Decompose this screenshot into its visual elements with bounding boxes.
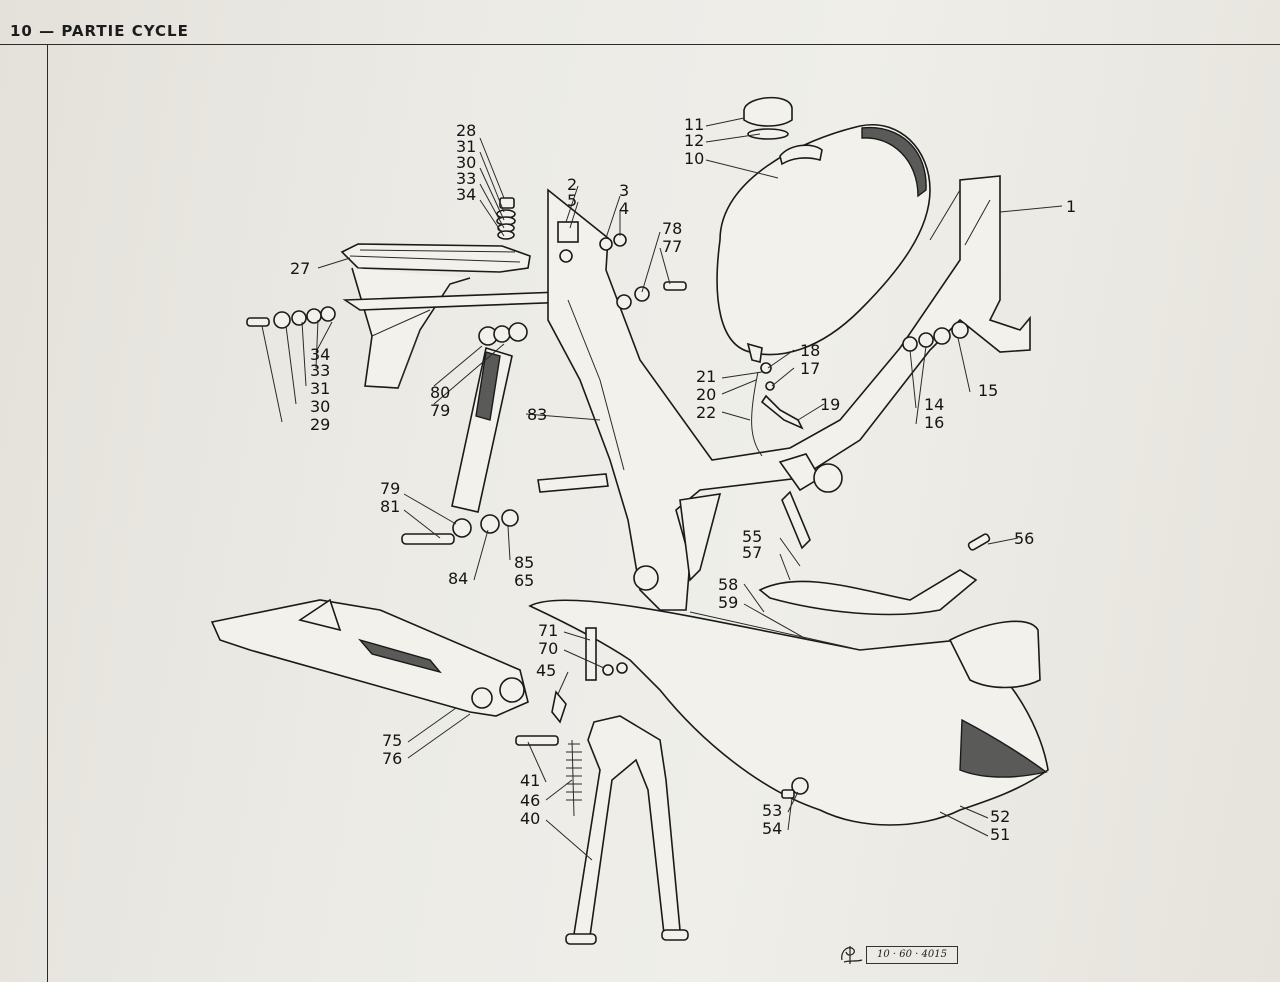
callout-18: 18 bbox=[800, 341, 820, 360]
callout-12: 12 bbox=[684, 131, 704, 150]
fuel-tap-assembly bbox=[751, 362, 804, 457]
callout-34-left: 34 bbox=[310, 345, 330, 364]
callout-52: 52 bbox=[990, 807, 1010, 826]
leader-lines bbox=[261, 117, 1063, 861]
callout-84: 84 bbox=[448, 569, 468, 588]
callout-33: 33 bbox=[456, 169, 476, 188]
callout-4: 4 bbox=[619, 199, 629, 218]
callout-80: 80 bbox=[430, 383, 450, 402]
callout-31-left: 31 bbox=[310, 379, 330, 398]
callout-30: 30 bbox=[456, 153, 476, 172]
callout-5: 5 bbox=[567, 191, 577, 210]
callout-34: 34 bbox=[456, 185, 476, 204]
callout-55: 55 bbox=[742, 527, 762, 546]
seat-bracket bbox=[758, 533, 991, 616]
callout-labels: 28 31 30 33 34 2 5 3 4 78 77 11 12 10 1 … bbox=[290, 115, 1076, 844]
callout-27: 27 bbox=[290, 259, 310, 278]
callout-79-upper: 79 bbox=[430, 401, 450, 420]
callout-58: 58 bbox=[718, 575, 738, 594]
callout-33-left: 33 bbox=[310, 361, 330, 380]
callout-17: 17 bbox=[800, 359, 820, 378]
callout-79-lower: 79 bbox=[380, 479, 400, 498]
callout-83: 83 bbox=[527, 405, 547, 424]
callout-41: 41 bbox=[520, 771, 540, 790]
callout-45: 45 bbox=[536, 661, 556, 680]
callout-77: 77 bbox=[662, 237, 682, 256]
callout-14: 14 bbox=[924, 395, 944, 414]
callout-85: 85 bbox=[514, 553, 534, 572]
luggage-rack bbox=[340, 243, 572, 389]
page-header: 10 — PARTIE CYCLE bbox=[10, 22, 189, 40]
callout-53: 53 bbox=[762, 801, 782, 820]
callout-15: 15 bbox=[978, 381, 998, 400]
callout-56: 56 bbox=[1014, 529, 1034, 548]
callout-22: 22 bbox=[696, 403, 716, 422]
callout-70: 70 bbox=[538, 639, 558, 658]
callout-59: 59 bbox=[718, 593, 738, 612]
callout-3: 3 bbox=[619, 181, 629, 200]
rear-shock-absorber bbox=[401, 322, 528, 545]
callout-30-left: 30 bbox=[310, 397, 330, 416]
callout-78: 78 bbox=[662, 219, 682, 238]
signature-mark bbox=[841, 946, 863, 964]
callout-46: 46 bbox=[520, 791, 540, 810]
fuel-tank bbox=[716, 96, 931, 363]
callout-29: 29 bbox=[310, 415, 330, 434]
callout-28: 28 bbox=[456, 121, 476, 140]
callout-1: 1 bbox=[1066, 197, 1076, 216]
callout-71: 71 bbox=[538, 621, 558, 640]
callout-40: 40 bbox=[520, 809, 540, 828]
callout-76: 76 bbox=[382, 749, 402, 768]
main-frame bbox=[537, 175, 1031, 611]
callout-20: 20 bbox=[696, 385, 716, 404]
small-bracket bbox=[585, 627, 628, 681]
callout-16: 16 bbox=[924, 413, 944, 432]
rear-body-panel bbox=[528, 599, 1049, 826]
callout-11: 11 bbox=[684, 115, 704, 134]
callout-75: 75 bbox=[382, 731, 402, 750]
centre-stand bbox=[515, 690, 689, 945]
callout-10: 10 bbox=[684, 149, 704, 168]
body-fasteners bbox=[781, 777, 809, 799]
callout-54: 54 bbox=[762, 819, 782, 838]
reference-code: 10 · 60 · 4015 bbox=[866, 946, 958, 964]
callout-57: 57 bbox=[742, 543, 762, 562]
callout-81: 81 bbox=[380, 497, 400, 516]
callout-2: 2 bbox=[567, 175, 577, 194]
rack-side-fasteners bbox=[246, 306, 336, 329]
callout-31: 31 bbox=[456, 137, 476, 156]
callout-51: 51 bbox=[990, 825, 1010, 844]
callout-19: 19 bbox=[820, 395, 840, 414]
diagram-frame bbox=[47, 44, 1260, 982]
tank-mount-hardware bbox=[902, 321, 969, 352]
swing-arm bbox=[210, 598, 529, 717]
rack-bolt-stack bbox=[496, 197, 516, 240]
callout-65: 65 bbox=[514, 571, 534, 590]
callout-21: 21 bbox=[696, 367, 716, 386]
